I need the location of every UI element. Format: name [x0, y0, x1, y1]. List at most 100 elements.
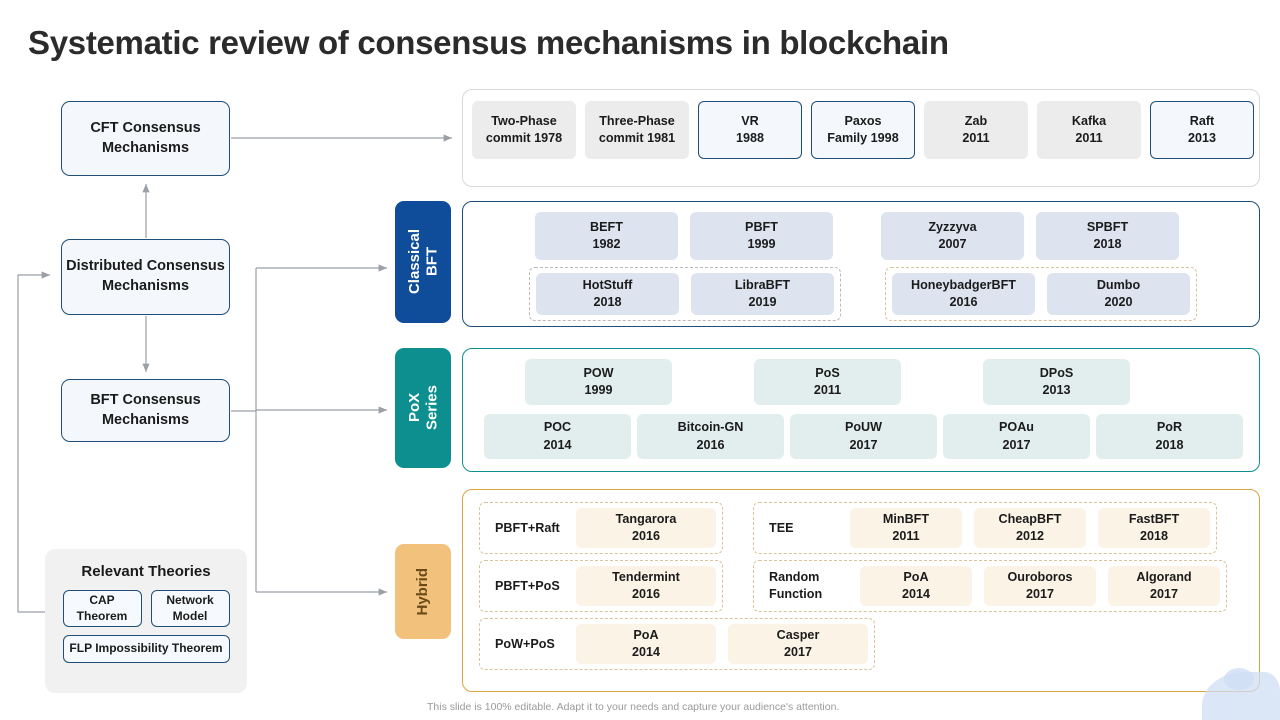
chip-name: POAu	[999, 420, 1034, 435]
classical-bft-chip-2[interactable]: Zyzzyva 2007	[881, 212, 1024, 260]
cft-chip-4[interactable]: Zab 2011	[924, 101, 1028, 159]
chip-name: PoR	[1156, 420, 1183, 435]
tab-pox-series[interactable]: PoX Series	[395, 348, 451, 468]
chip-year: 2007	[938, 237, 967, 251]
theory-chip-cap[interactable]: CAP Theorem	[62, 590, 142, 627]
chip-name: BEFT	[590, 219, 623, 234]
chip-year: 2011	[962, 131, 990, 145]
hybrid-chip-g2-1[interactable]: Casper 2017	[728, 624, 868, 664]
chip-year: 2016	[949, 295, 978, 309]
hybrid-chip-g1-0[interactable]: Tendermint 2016	[576, 566, 716, 606]
pox-row2-chip-4[interactable]: PoR 2018	[1096, 414, 1243, 459]
tab-pox-series-label: PoX Series	[405, 385, 440, 431]
chip-year: 2018	[1139, 529, 1169, 543]
chip-year: commit 1981	[598, 131, 676, 145]
hybrid-group-label: PoW+PoS	[495, 636, 555, 651]
chip-name: Ouroboros	[1007, 569, 1073, 584]
chip-year: 2018	[1155, 437, 1184, 452]
node-cft-consensus[interactable]: CFT Consensus Mechanisms	[61, 101, 230, 176]
hybrid-chip-g4-1[interactable]: Ouroboros 2017	[984, 566, 1096, 606]
pox-row2-chip-0[interactable]: POC 2014	[484, 414, 631, 459]
chip-year: 2017	[783, 645, 813, 659]
chip-name: CheapBFT	[998, 511, 1062, 526]
chip-year: 2017	[1002, 437, 1031, 452]
theory-chip-flp[interactable]: FLP Impossibility Theorem	[62, 635, 230, 663]
chip-year: Family 1998	[827, 131, 899, 145]
tab-classical-bft[interactable]: Classical BFT	[395, 201, 451, 323]
chip-year: 2011	[892, 529, 920, 543]
chip-name: Bitcoin-GN	[677, 420, 744, 435]
chip-year: 1999	[747, 237, 776, 251]
chip-name: Three-Phase	[599, 113, 675, 128]
chip-year: 2016	[631, 529, 661, 543]
classical-bft-chip-0[interactable]: BEFT 1982	[535, 212, 678, 260]
chip-name: PBFT	[745, 219, 778, 234]
chip-year: 1982	[592, 237, 621, 251]
tab-hybrid[interactable]: Hybrid	[395, 544, 451, 639]
chip-year: 2012	[1015, 529, 1045, 543]
chip-year: 2016	[631, 587, 661, 601]
hybrid-group-label: Random Function	[769, 570, 823, 601]
chip-name: PoS	[815, 365, 840, 380]
hybrid-chip-g2-0[interactable]: PoA 2014	[576, 624, 716, 664]
cft-chip-1[interactable]: Three-Phase commit 1981	[585, 101, 689, 159]
chip-name: HotStuff	[582, 277, 633, 292]
chip-name: POC	[543, 420, 572, 435]
chip-year: 2014	[543, 437, 572, 452]
chip-name: PoA	[633, 627, 659, 642]
hybrid-chip-g3-1[interactable]: CheapBFT 2012	[974, 508, 1086, 548]
chip-name: Tendermint	[612, 569, 680, 584]
theory-chip-network[interactable]: Network Model	[150, 590, 230, 627]
chip-year: 2017	[1149, 587, 1179, 601]
chip-name: PoA	[903, 569, 929, 584]
hybrid-group-label: TEE	[769, 520, 794, 535]
spacer	[678, 212, 690, 260]
chip-name: SPBFT	[1086, 219, 1129, 234]
node-bft-consensus[interactable]: BFT Consensus Mechanisms	[61, 379, 230, 442]
hybrid-group-label: PBFT+Raft	[495, 520, 560, 535]
node-distributed-consensus[interactable]: Distributed Consensus Mechanisms	[61, 239, 230, 315]
chip-year: 2019	[748, 295, 777, 309]
chip-name: Zab	[964, 113, 988, 128]
chip-name: Zyzzyva	[928, 219, 977, 234]
chip-year: 2013	[1042, 383, 1071, 397]
chip-year: 2014	[631, 645, 661, 659]
classical-bft-chip-1[interactable]: PBFT 1999	[690, 212, 833, 260]
theories-row: CAP Theorem Network Model	[55, 590, 237, 627]
chip-name: Paxos	[844, 113, 882, 128]
chip-year: 2017	[1025, 587, 1055, 601]
chip-name: Casper	[776, 627, 820, 642]
pox-row2-chip-3[interactable]: POAu 2017	[943, 414, 1090, 459]
chip-name: Kafka	[1071, 113, 1107, 128]
